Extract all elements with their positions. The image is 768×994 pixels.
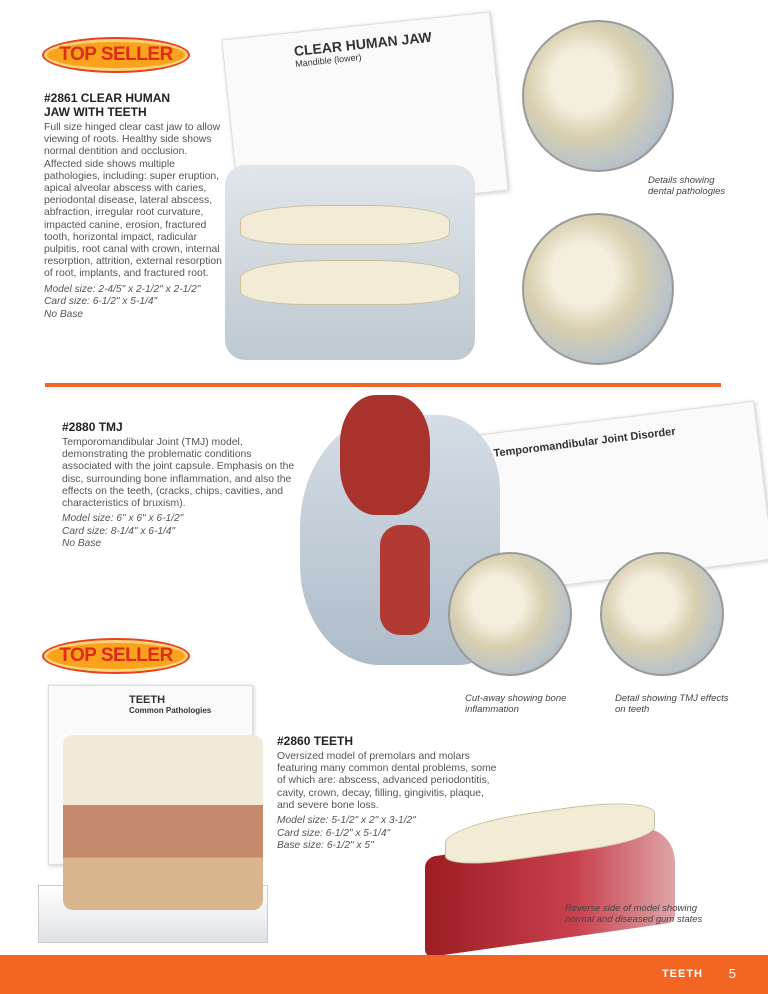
- product-specs: Model size: 5-1/2" x 2" x 3-1/2" Card si…: [277, 815, 499, 853]
- product-block-2861: #2861 CLEAR HUMAN JAW WITH TEETH Full si…: [44, 91, 222, 321]
- caption-reverse: Reverse side of model showing normal and…: [565, 903, 703, 925]
- detail-circle-bottom: [522, 213, 674, 365]
- card-title: TEETH: [129, 694, 166, 706]
- muscle: [340, 395, 430, 515]
- detail-circle-tmj: [600, 552, 724, 676]
- model-size: Model size: 2-4/5" x 2-1/2" x 2-1/2": [44, 283, 201, 295]
- caption-details: Details showing dental pathologies: [648, 175, 726, 197]
- detail-circle-bone: [448, 552, 572, 676]
- card-subtitle: Common Pathologies: [129, 706, 212, 715]
- title-line: JAW WITH TEETH: [44, 105, 147, 119]
- card-size: Card size: 8-1/4" x 6-1/4": [62, 525, 176, 537]
- product-title-2880: #2880 TMJ: [62, 420, 123, 434]
- muscle-lower: [380, 525, 430, 635]
- product-specs: Model size: 2-4/5" x 2-1/2" x 2-1/2" Car…: [44, 284, 222, 322]
- page-number: 5: [728, 966, 736, 981]
- product-block-2880: #2880 TMJ Temporomandibular Joint (TMJ) …: [62, 420, 296, 551]
- title-line: #2861 CLEAR HUMAN: [44, 91, 171, 105]
- clear-jaw-photo: CLEAR HUMAN JAW Mandible (lower): [205, 11, 525, 370]
- teeth-model: [63, 735, 263, 910]
- top-seller-badge: TOP SELLER: [42, 37, 190, 73]
- model-size: Model size: 5-1/2" x 2" x 3-1/2": [277, 815, 416, 827]
- product-description: Oversized model of premolars and molars …: [277, 751, 497, 811]
- caption-tmj-detail: Detail showing TMJ effects on teeth: [615, 693, 729, 715]
- model-size: Model size: 6" x 6" x 6-1/2": [62, 513, 184, 525]
- footer-section-label: TEETH: [661, 968, 703, 980]
- product-title-2860: #2860 TEETH: [277, 734, 354, 748]
- card-size: Card size: 6-1/2" x 5-1/4": [277, 827, 391, 839]
- product-description: Temporomandibular Joint (TMJ) model, dem…: [62, 437, 295, 510]
- footer-bar: TEETH 5: [0, 955, 768, 994]
- badge-text: TOP SELLER: [59, 44, 173, 65]
- product-title-2861: #2861 CLEAR HUMAN JAW WITH TEETH: [44, 91, 222, 119]
- teeth-model-photo: TEETH Common Pathologies: [38, 685, 270, 945]
- base-size: Base size: 6-1/2" x 5": [277, 840, 374, 852]
- caption-cutaway: Cut-away showing bone inflammation: [465, 693, 567, 715]
- section-divider: [45, 383, 721, 387]
- detail-circle-top: [522, 20, 674, 172]
- card-size: Card size: 6-1/2" x 5-1/4": [44, 296, 158, 308]
- top-seller-badge: TOP SELLER: [42, 638, 190, 674]
- base-info: No Base: [62, 538, 102, 550]
- badge-text: TOP SELLER: [59, 645, 173, 666]
- product-description: Full size hinged clear cast jaw to allow…: [44, 122, 222, 280]
- product-specs: Model size: 6" x 6" x 6-1/2" Card size: …: [62, 513, 296, 551]
- product-block-2860: #2860 TEETH Oversized model of premolars…: [277, 734, 499, 853]
- base-info: No Base: [44, 308, 84, 320]
